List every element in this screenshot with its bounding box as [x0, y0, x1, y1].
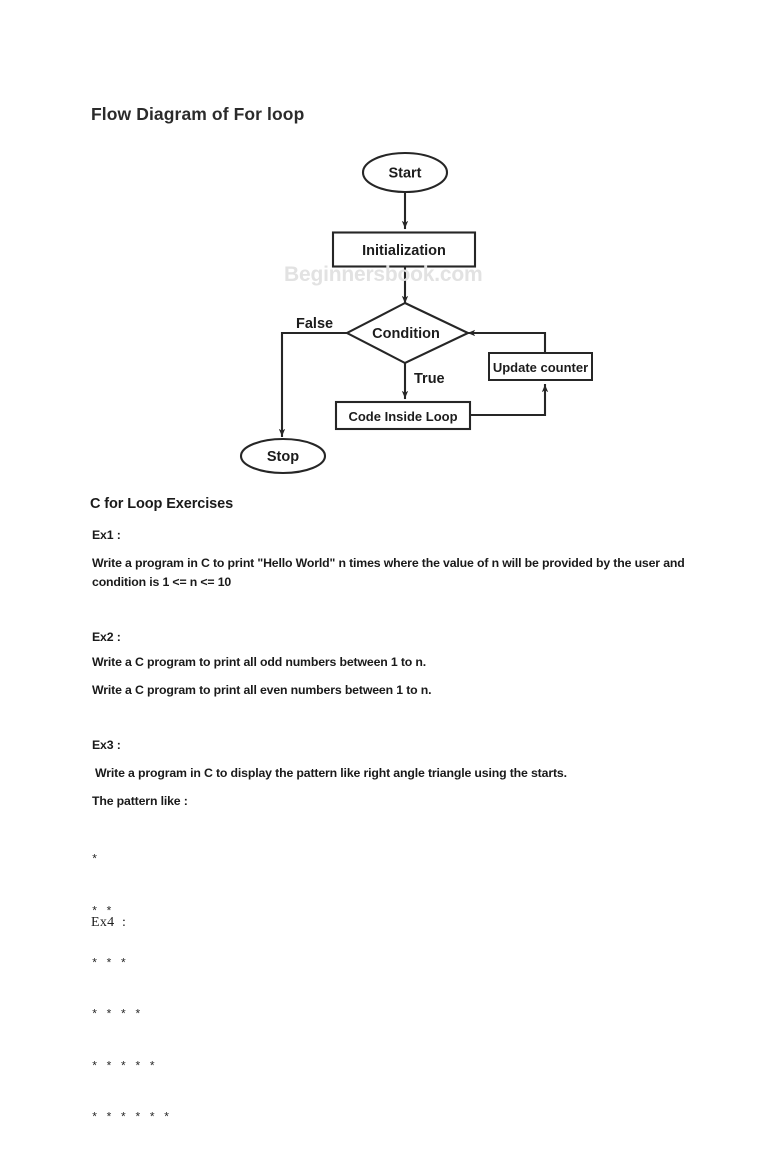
edge-label-false: False [296, 316, 333, 332]
star-pattern-block: * * * * * * * * * * * * * * * * * * * * … [91, 818, 170, 1162]
node-update-counter-shape [488, 352, 593, 381]
exercise-1-label: Ex1 : [92, 528, 121, 542]
node-condition-label: Condition [372, 326, 440, 342]
for-loop-flow-diagram: Start Initialization Condition False Tru… [0, 0, 768, 500]
node-stop-shape [239, 437, 327, 475]
exercise-3-text: Write a program in C to display the patt… [95, 766, 567, 780]
edge-label-true: True [414, 371, 445, 387]
node-condition-shape [344, 301, 471, 365]
section-heading-c-for-loop-exercises: C for Loop Exercises [90, 496, 234, 512]
node-code-inside-loop-label: Code Inside Loop [348, 409, 457, 424]
document-page: Flow Diagram of For loop [0, 0, 768, 1126]
node-stop-label: Stop [267, 449, 299, 465]
edge-condition-to-stop [278, 331, 349, 438]
page-title: Flow Diagram of For loop [91, 104, 305, 124]
exercise-3-label: Ex3 : [92, 738, 121, 752]
node-start-shape [361, 151, 449, 194]
pattern-line: * * * * * [91, 1059, 156, 1074]
watermark: Beginnersbook.com [284, 263, 483, 286]
pattern-line: * * * [91, 956, 128, 971]
pattern-line: * * * * * * [91, 1111, 171, 1126]
pattern-intro-label: The pattern like : [92, 794, 188, 808]
node-code-inside-loop-shape [334, 400, 472, 431]
edge-code-to-update-counter [468, 383, 549, 417]
exercise-4-label: Ex4 : [91, 915, 127, 930]
exercise-2-line-2: Write a C program to print all even numb… [92, 683, 432, 697]
edge-update-counter-to-condition [466, 329, 547, 355]
node-update-counter-label: Update counter [493, 360, 588, 375]
pattern-line: * * * * [91, 1008, 142, 1023]
pattern-line: * [91, 853, 99, 868]
exercise-2-label: Ex2 : [92, 630, 121, 644]
pattern-line: * * [91, 905, 113, 920]
node-start-label: Start [388, 166, 421, 182]
exercise-2-line-1: Write a C program to print all odd numbe… [92, 655, 427, 669]
exercise-1-text: Write a program in C to print "Hello Wor… [92, 556, 685, 589]
node-initialization-label: Initialization [362, 243, 446, 259]
node-initialization-shape [331, 231, 477, 268]
